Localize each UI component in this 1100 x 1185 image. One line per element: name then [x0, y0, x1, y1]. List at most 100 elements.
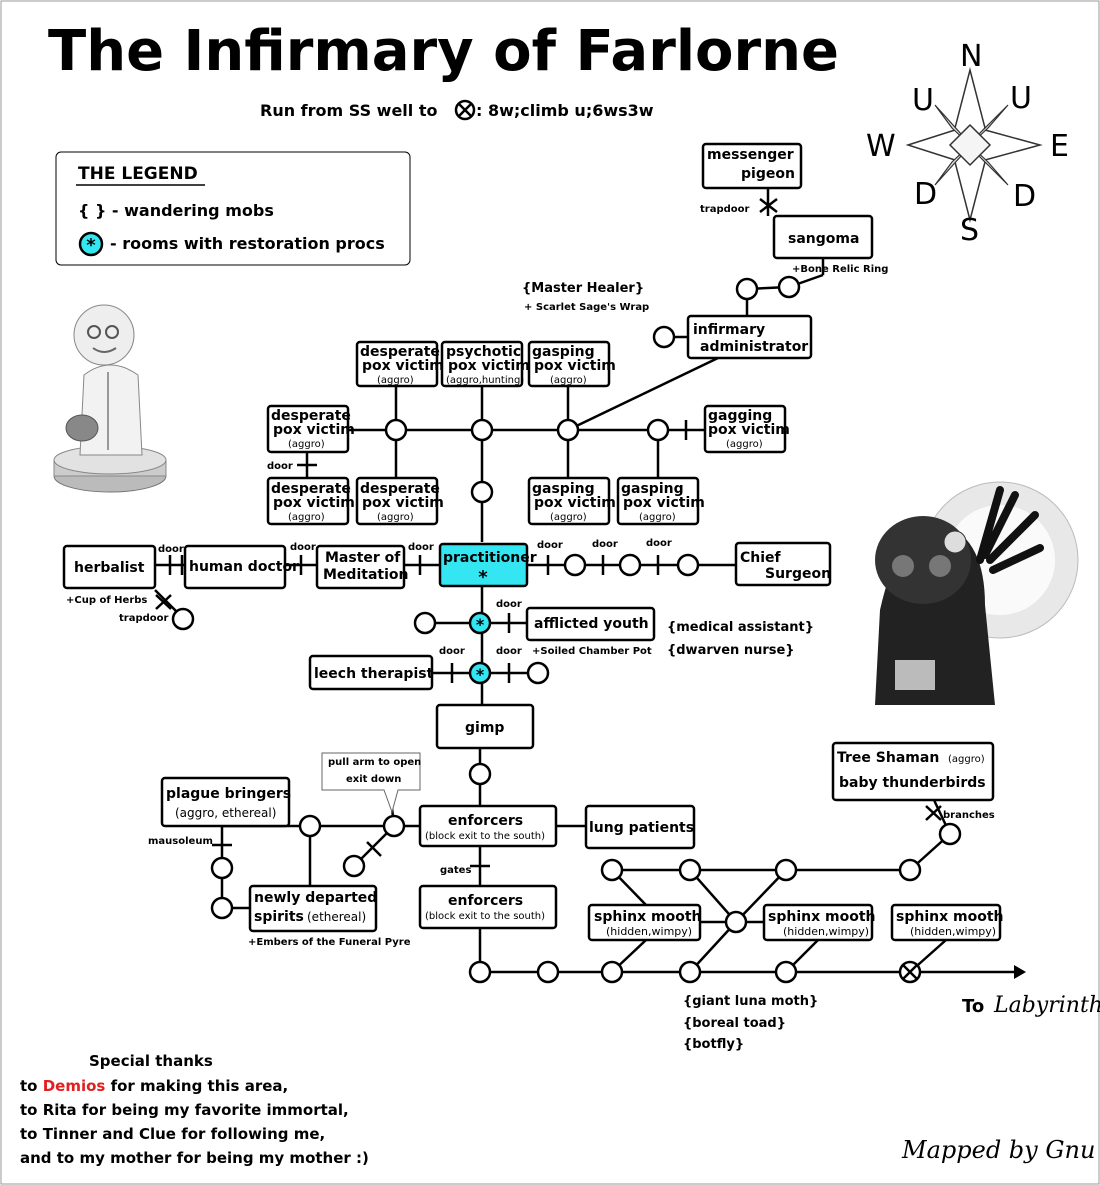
room-label: herbalist — [74, 560, 145, 576]
room-label: sphinx mooth — [768, 909, 875, 925]
compass-down-right: D — [1013, 179, 1036, 214]
room-enforcers-2[interactable]: enforcers (block exit to the south) — [418, 884, 558, 930]
room-label: Surgeon — [765, 566, 831, 582]
room-tag: (aggro) — [550, 512, 587, 523]
room-label: infirmary — [693, 322, 765, 338]
room-label: messenger — [707, 147, 794, 163]
thanks-line-3: to Tinner and Clue for following me, — [20, 1125, 325, 1143]
callout-text: pull arm to open — [328, 757, 421, 768]
item-cup-of-herbs: +Cup of Herbs — [66, 595, 147, 606]
map-nodes — [171, 275, 962, 984]
wanderer-giant-luna-moth: {giant luna moth} — [683, 994, 818, 1009]
callout-text: exit down — [346, 774, 401, 785]
room-label: desperate — [360, 481, 440, 497]
room-label: practitioner — [443, 550, 537, 566]
room-newly-departed-spirits[interactable]: newly departed spirits (ethereal) — [248, 884, 377, 933]
room-label: spirits — [254, 909, 304, 925]
restoration-icon: * — [478, 567, 488, 588]
room-tag: (hidden,wimpy) — [783, 925, 869, 938]
wanderer-medical-assistant: {medical assistant} — [667, 620, 814, 635]
room-tag: (aggro) — [288, 512, 325, 523]
wanderer-master-healer: {Master Healer} — [522, 281, 644, 296]
trapdoor-label: trapdoor — [119, 613, 169, 624]
compass-south: S — [960, 213, 979, 248]
room-label: Meditation — [323, 567, 408, 583]
door-label: door — [408, 542, 434, 553]
room-label: desperate — [271, 481, 351, 497]
room-label: pox victim — [273, 422, 355, 438]
room-master-of-meditation[interactable]: Master of Meditation — [315, 544, 408, 590]
compass-east: E — [1050, 129, 1069, 164]
room-tree-shaman[interactable]: Tree Shaman (aggro) baby thunderbirds — [831, 741, 995, 802]
room-label: administrator — [700, 339, 808, 355]
room-afflicted-youth[interactable]: afflicted youth — [525, 606, 656, 642]
door-label: door — [646, 538, 672, 549]
legend-restoration: - rooms with restoration procs — [110, 234, 385, 253]
room-label: psychotic — [446, 344, 521, 360]
room-label: Tree Shaman — [837, 750, 939, 766]
room-gimp[interactable]: gimp — [435, 703, 535, 750]
room-label: pox victim — [448, 358, 530, 374]
room-psychotic-pox-victim[interactable]: psychotic pox victim (aggro,hunting) — [440, 340, 530, 388]
compass-up-left: U — [912, 83, 934, 118]
room-tag: (block exit to the south) — [425, 831, 545, 842]
thanks-line-2: to Rita for being my favorite immortal, — [20, 1101, 349, 1119]
room-plague-bringers[interactable]: plague bringers (aggro, ethereal) — [160, 776, 291, 828]
door-label: door — [267, 461, 293, 472]
room-tag: (aggro) — [726, 439, 763, 450]
room-desperate-pox-victim-3[interactable]: desperate pox victim (aggro) — [266, 476, 355, 526]
room-practitioner[interactable]: practitioner * — [438, 542, 537, 588]
svg-text:*: * — [476, 665, 485, 684]
room-sangoma[interactable]: sangoma — [772, 214, 874, 260]
room-desperate-pox-victim-4[interactable]: desperate pox victim (aggro) — [355, 476, 444, 526]
restoration-node-1: * — [468, 611, 492, 635]
legend-wandering: { } - wandering mobs — [78, 201, 274, 220]
svg-text:*: * — [86, 235, 96, 256]
room-herbalist[interactable]: herbalist — [62, 544, 157, 590]
room-tag: (aggro, ethereal) — [175, 806, 276, 820]
door-label: door — [496, 646, 522, 657]
restoration-icon: * — [78, 231, 104, 257]
room-label: baby thunderbirds — [839, 775, 986, 791]
labyrinth-label: Labyrinth — [993, 993, 1100, 1018]
room-gasping-pox-victim-3[interactable]: gasping pox victim (aggro) — [616, 476, 705, 526]
trapdoor-label: trapdoor — [700, 204, 750, 215]
room-enforcers-1[interactable]: enforcers (block exit to the south) — [418, 804, 558, 848]
room-human-doctor[interactable]: human doctor — [183, 544, 299, 590]
room-messenger-pigeon[interactable]: messenger pigeon — [701, 142, 803, 190]
room-sphinx-mooth-1[interactable]: sphinx mooth (hidden,wimpy) — [587, 903, 701, 942]
room-label: enforcers — [448, 813, 523, 829]
door-label: door — [439, 646, 465, 657]
item-soiled-chamber-pot: +Soiled Chamber Pot — [532, 646, 652, 657]
run-directions: Run from SS well to — [260, 101, 437, 120]
door-label: door — [496, 599, 522, 610]
room-label: gagging — [708, 408, 772, 424]
room-tag: (ethereal) — [307, 910, 366, 924]
door-label: door — [158, 544, 184, 555]
thanks-heading: Special thanks — [89, 1052, 213, 1070]
room-sphinx-mooth-3[interactable]: sphinx mooth (hidden,wimpy) — [890, 903, 1003, 942]
room-tag: (aggro) — [550, 375, 587, 386]
room-gasping-pox-victim-2[interactable]: gasping pox victim (aggro) — [527, 476, 616, 526]
pull-arm-callout: pull arm to open exit down — [321, 752, 421, 814]
room-tag: (aggro) — [639, 512, 676, 523]
room-desperate-pox-victim-2[interactable]: desperate pox victim (aggro) — [266, 404, 355, 454]
svg-text:*: * — [476, 615, 485, 634]
room-gagging-pox-victim[interactable]: gagging pox victim (aggro) — [703, 404, 790, 454]
thanks-line-1: to Demios for making this area, — [20, 1077, 288, 1095]
room-infirmary-administrator[interactable]: infirmary administrator — [686, 314, 813, 360]
room-lung-patients[interactable]: lung patients — [584, 804, 696, 850]
room-label: newly departed — [254, 890, 377, 906]
room-label: desperate — [271, 408, 351, 424]
room-gasping-pox-victim-1[interactable]: gasping pox victim (aggro) — [527, 340, 616, 388]
room-tag: (hidden,wimpy) — [910, 925, 996, 938]
room-chief-surgeon[interactable]: Chief Surgeon — [734, 541, 832, 587]
room-leech-therapist[interactable]: leech therapist — [308, 654, 434, 691]
room-desperate-pox-victim-1[interactable]: desperate pox victim (aggro) — [355, 340, 444, 388]
wanderer-botfly: {botfly} — [683, 1037, 744, 1052]
room-label: pigeon — [741, 166, 795, 182]
room-sphinx-mooth-2[interactable]: sphinx mooth (hidden,wimpy) — [762, 903, 875, 942]
room-label: pox victim — [362, 358, 444, 374]
room-tag: (hidden,wimpy) — [606, 925, 692, 938]
